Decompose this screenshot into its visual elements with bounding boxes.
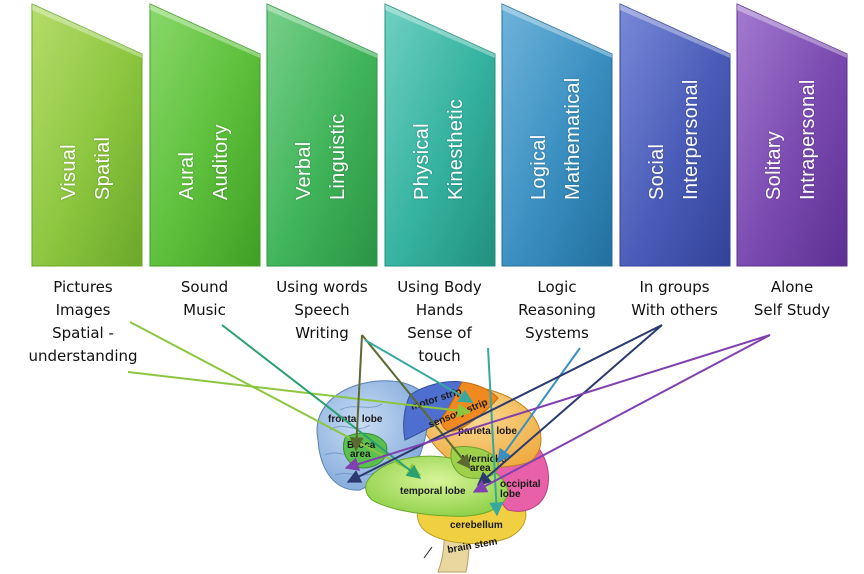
arrow-verbal-2 — [361, 334, 471, 470]
label-occipital-2: lobe — [500, 489, 521, 500]
label-parietal-lobe: parietal lobe — [458, 426, 517, 437]
description-line: Logic — [537, 278, 577, 296]
arrow-verbal-1 — [349, 334, 364, 452]
arrow-aural — [221, 324, 422, 479]
description-line: Sense of — [407, 324, 472, 342]
description-line: With others — [631, 301, 718, 319]
label-cerebellum: cerebellum — [450, 520, 503, 531]
label-occipital-1: occipital — [500, 479, 541, 490]
pointer-tick — [423, 546, 433, 559]
description-line: Hands — [415, 301, 464, 319]
label-broca-2: area — [350, 449, 371, 460]
description-line: Writing — [295, 324, 349, 342]
description-line: Music — [183, 301, 226, 319]
arrow-logical — [497, 347, 581, 464]
description-line: understanding — [28, 347, 138, 365]
description-line: Alone — [770, 278, 814, 296]
description-line: Spatial - — [52, 324, 114, 342]
description-line: Systems — [525, 324, 589, 342]
arrow-visual-1 — [129, 321, 422, 476]
arrow-physical-2 — [364, 339, 474, 403]
label-wernicke-2: area — [470, 463, 491, 474]
description-line: Sound — [180, 278, 229, 296]
description-line: In groups — [639, 278, 710, 296]
description-line: Speech — [294, 301, 350, 319]
label-frontal-lobe: frontal lobe — [328, 414, 383, 425]
label-temporal-lobe: temporal lobe — [400, 486, 466, 497]
arrow-social-2 — [476, 324, 663, 486]
connection-arrows — [127, 321, 771, 517]
arrow-social-1 — [346, 324, 663, 483]
description-line: Using Body — [397, 278, 482, 296]
label-wernicke-1: Wernicke — [462, 454, 507, 465]
description-line: Images — [55, 301, 111, 319]
arrow-physical-1 — [487, 347, 504, 517]
arrow-solitary-1 — [344, 334, 771, 471]
description-line: Self Study — [753, 301, 831, 319]
description-line: Using words — [276, 278, 368, 296]
arrow-solitary-2 — [472, 334, 771, 493]
arrow-visual-2 — [127, 371, 472, 418]
description-line: Pictures — [53, 278, 113, 296]
description-line: Reasoning — [518, 301, 596, 319]
description-line: touch — [418, 347, 461, 365]
